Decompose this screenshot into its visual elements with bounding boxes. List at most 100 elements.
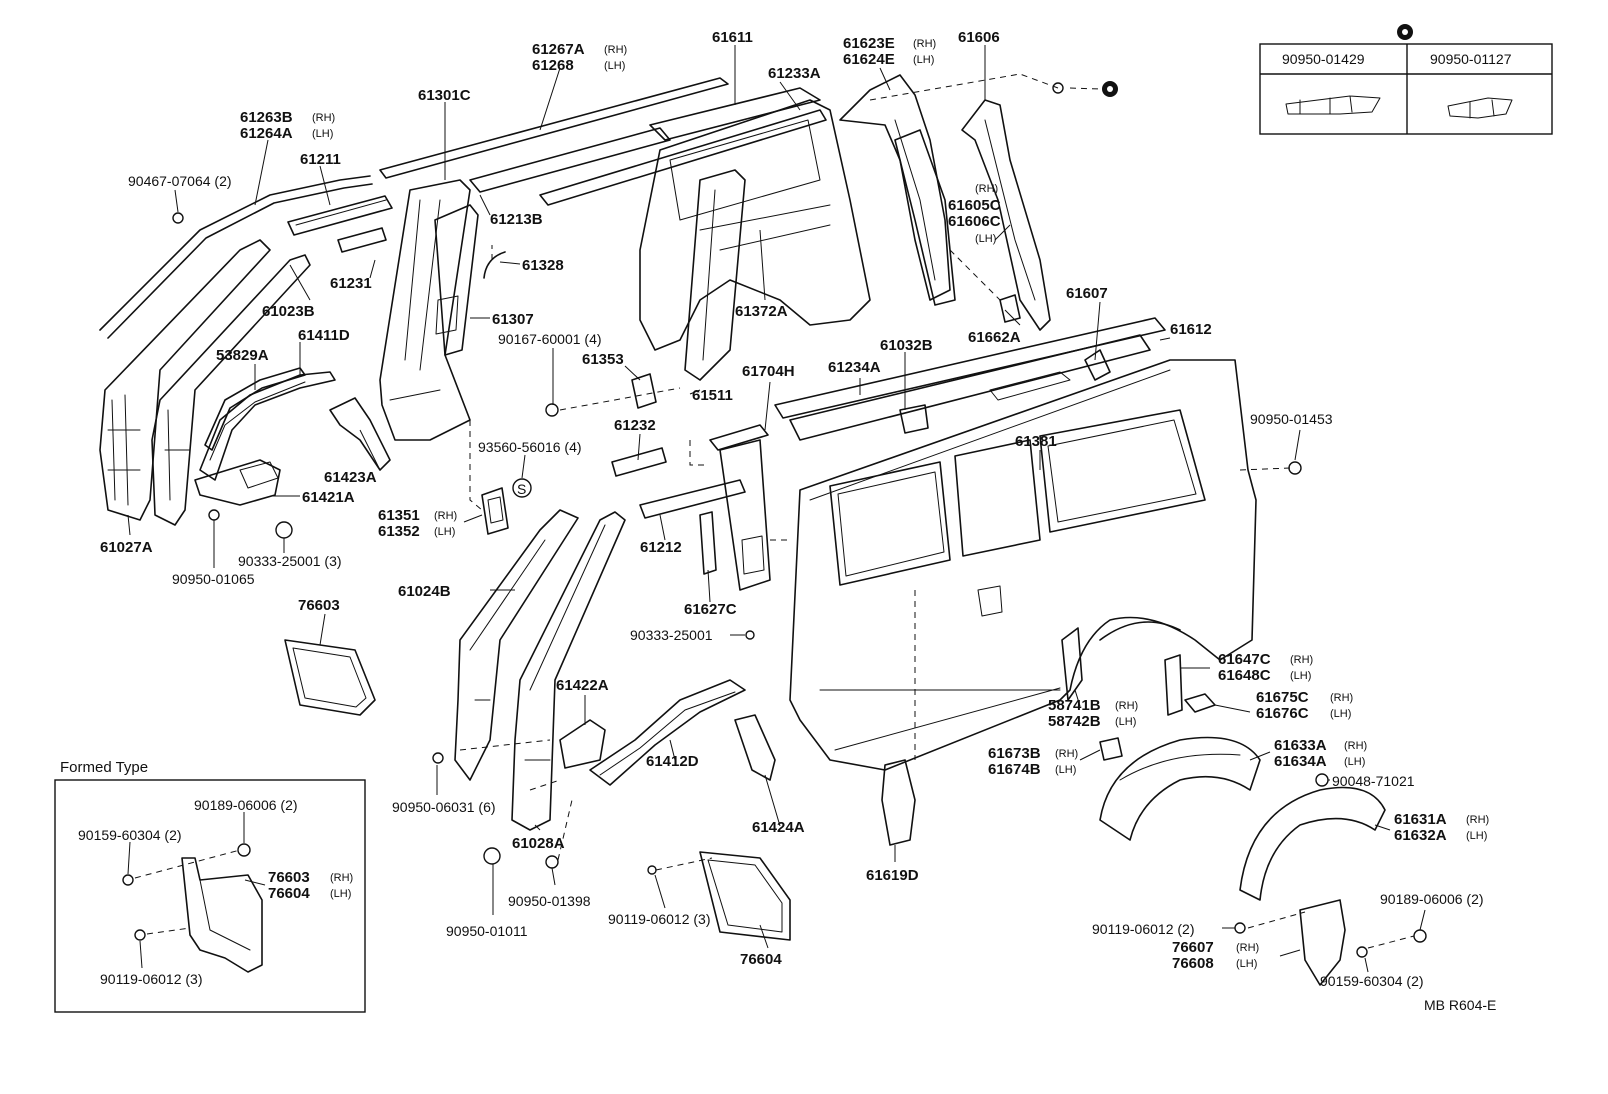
part-53829A bbox=[204, 367, 306, 451]
sfx-76608: (LH) bbox=[1236, 958, 1257, 970]
label-61328: 61328 bbox=[522, 257, 564, 274]
plug-90950-01011-icon bbox=[483, 847, 501, 865]
bracket-61351 bbox=[481, 487, 509, 535]
nut-90189-r-icon bbox=[1413, 929, 1427, 943]
sfx-61676C: (LH) bbox=[1330, 708, 1351, 720]
inset-label-76603: 76603 bbox=[268, 869, 310, 886]
part-61704H bbox=[709, 424, 771, 591]
clip-90119-mid-icon bbox=[647, 865, 657, 875]
pillar-61023B bbox=[151, 254, 311, 526]
part-58741B bbox=[1061, 627, 1083, 701]
quarter-inner-61372A bbox=[639, 99, 871, 351]
label-61023B: 61023B bbox=[262, 303, 315, 320]
sfx-61624E: (LH) bbox=[913, 54, 934, 66]
rear-pillar-61623E bbox=[839, 74, 951, 301]
part-labels: 61611 61267A (RH) 61268 (LH) 61623E (RH)… bbox=[100, 29, 1496, 1013]
label-76604: 76604 bbox=[740, 951, 782, 968]
label-61351: 61351 bbox=[378, 507, 420, 524]
label-61611: 61611 bbox=[712, 29, 753, 46]
label-61634A: 61634A bbox=[1274, 753, 1327, 770]
inset-label-90119: 90119-06012 (3) bbox=[100, 971, 202, 987]
sfx-61634A: (LH) bbox=[1344, 756, 1365, 768]
part-61647C bbox=[1164, 654, 1183, 716]
sfx-61268: (LH) bbox=[604, 60, 625, 72]
label-76607: 76607 bbox=[1172, 939, 1214, 956]
label-61511: 61511 bbox=[692, 387, 733, 404]
label-90119-mid: 90119-06012 (3) bbox=[608, 911, 710, 927]
clip-90950-01065-icon bbox=[208, 509, 220, 521]
sfx-61605C: (RH) bbox=[975, 183, 998, 195]
rail-61213B bbox=[469, 127, 671, 193]
inset-mudguard bbox=[181, 857, 263, 973]
inset-label-90189: 90189-06006 (2) bbox=[194, 797, 298, 813]
label-90467: 90467-07064 (2) bbox=[128, 173, 232, 189]
label-90333a: 90333-25001 (3) bbox=[238, 553, 342, 569]
pillar-61605C bbox=[894, 129, 956, 306]
sfx-61351: (RH) bbox=[434, 510, 457, 522]
label-61027A: 61027A bbox=[100, 539, 153, 556]
label-61211: 61211 bbox=[300, 151, 341, 168]
clip-90048-icon bbox=[1315, 773, 1329, 787]
sfx-58741B: (RH) bbox=[1115, 700, 1138, 712]
bracket-61662A bbox=[999, 294, 1021, 323]
label-61606: 61606 bbox=[958, 29, 1000, 46]
part-61232 bbox=[611, 447, 667, 477]
label-61267A: 61267A bbox=[532, 41, 585, 58]
part-61423A bbox=[329, 397, 391, 471]
label-90048: 90048-71021 bbox=[1332, 773, 1415, 789]
sfx-61267A: (RH) bbox=[604, 44, 627, 56]
sfx-61632A: (LH) bbox=[1466, 830, 1487, 842]
label-61213B: 61213B bbox=[490, 211, 543, 228]
label-90950-01453: 90950-01453 bbox=[1250, 411, 1333, 427]
sfx-61674B: (LH) bbox=[1055, 764, 1076, 776]
plug-90950-06031-icon bbox=[432, 752, 444, 764]
formed-type-inset: Formed Type 90189-06006 (2) 90159-60304 … bbox=[54, 759, 366, 1013]
part-61627C bbox=[699, 511, 717, 575]
label-61662A: 61662A bbox=[968, 329, 1021, 346]
bolt-90119-r-icon bbox=[1234, 922, 1246, 934]
diagram-code: MB R604-E bbox=[1424, 997, 1496, 1013]
sfx-61648C: (LH) bbox=[1290, 670, 1311, 682]
label-61232: 61232 bbox=[614, 417, 656, 434]
sfx-61264A: (LH) bbox=[312, 128, 333, 140]
plug-90333-b-icon bbox=[745, 630, 755, 640]
label-61647C: 61647C bbox=[1218, 651, 1271, 668]
part-61212 bbox=[639, 479, 746, 519]
mudguard-76607 bbox=[1299, 899, 1346, 986]
label-61268: 61268 bbox=[532, 57, 574, 74]
part-61211 bbox=[287, 195, 393, 236]
label-61233A: 61233A bbox=[768, 65, 821, 82]
label-61352: 61352 bbox=[378, 523, 420, 540]
sill-61412D bbox=[589, 679, 746, 786]
sfx-61633A: (RH) bbox=[1344, 740, 1367, 752]
label-61234A: 61234A bbox=[828, 359, 881, 376]
label-61619D: 61619D bbox=[866, 867, 919, 884]
part-61607 bbox=[1084, 349, 1111, 381]
inset-label-76604: 76604 bbox=[268, 885, 310, 902]
label-61307: 61307 bbox=[492, 311, 534, 328]
screw-s-mark: S bbox=[517, 481, 526, 497]
seal-76603 bbox=[284, 639, 376, 716]
label-90333b: 90333-25001 bbox=[630, 627, 713, 643]
part-61673B bbox=[1099, 737, 1123, 761]
rail-61267A bbox=[379, 77, 729, 179]
weatherstrip-61263B bbox=[99, 175, 373, 339]
sfx-58742B: (LH) bbox=[1115, 716, 1136, 728]
rail-61233A bbox=[539, 87, 827, 206]
label-90950-06031: 90950-06031 (6) bbox=[392, 799, 496, 815]
label-61632A: 61632A bbox=[1394, 827, 1447, 844]
sfx-61673B: (RH) bbox=[1055, 748, 1078, 760]
inset-title: Formed Type bbox=[60, 759, 148, 776]
leader-lines bbox=[127, 45, 1426, 973]
sfx-61647C: (RH) bbox=[1290, 654, 1313, 666]
label-90119-r: 90119-06012 (2) bbox=[1092, 921, 1194, 937]
sfx-61606C: (LH) bbox=[975, 233, 996, 245]
wheelhouse-61633A bbox=[1099, 736, 1261, 841]
front-pillar-61027A bbox=[99, 239, 271, 521]
label-61422A: 61422A bbox=[556, 677, 609, 694]
label-61648C: 61648C bbox=[1218, 667, 1271, 684]
wheelhouse-61631A bbox=[1239, 786, 1386, 901]
label-61627C: 61627C bbox=[684, 601, 737, 618]
label-90950-01065: 90950-01065 bbox=[172, 571, 255, 587]
